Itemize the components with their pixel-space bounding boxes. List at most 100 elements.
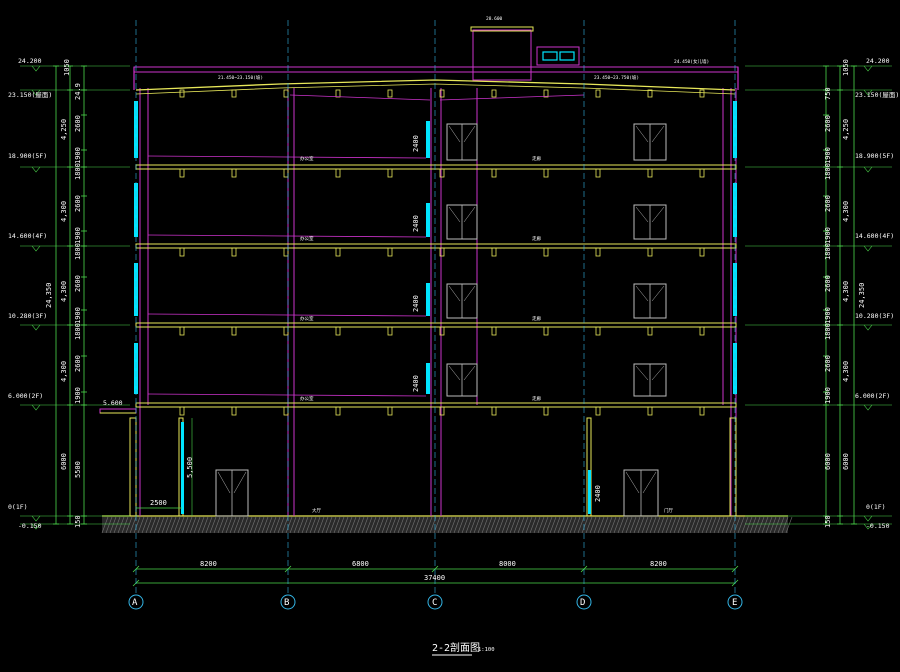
hatch-line: [125, 516, 133, 534]
hatch-line: [693, 516, 701, 534]
hatch-line: [645, 516, 653, 534]
window-glazing-right: [733, 263, 737, 316]
hatch-line: [201, 516, 209, 534]
hatch-line: [149, 516, 157, 534]
level-left-f3: 10.280(3F): [8, 312, 47, 320]
hatch-line: [533, 516, 541, 534]
hatch-line: [753, 516, 761, 534]
level-marker: [31, 324, 41, 331]
hatch-line: [613, 516, 621, 534]
floor-slab: [135, 243, 737, 249]
door-swing: [448, 125, 461, 143]
roof-beam-stub: [231, 89, 237, 98]
hatch-line: [497, 516, 505, 534]
ceiling-line: [147, 234, 427, 238]
hatch-line: [689, 516, 697, 534]
hatch-line: [593, 516, 601, 534]
hatch-line: [241, 516, 249, 534]
beam-stub: [231, 326, 237, 336]
dim-text: 6000: [60, 453, 68, 470]
axis-label-D: D: [580, 598, 585, 608]
beam-stub: [491, 168, 497, 178]
hatch-line: [637, 516, 645, 534]
hatch-line: [317, 516, 325, 534]
door-swing: [651, 285, 665, 302]
dim-text: 2600: [74, 275, 82, 292]
beam-stub: [699, 406, 705, 416]
hatch-line: [769, 516, 777, 534]
level-marker: [31, 404, 41, 411]
beam-stub: [595, 247, 601, 257]
hatch-line: [553, 516, 561, 534]
floor-slab: [135, 164, 737, 170]
beam-stub: [231, 247, 237, 257]
hatch-line: [293, 516, 301, 534]
hatch-line: [765, 516, 773, 534]
hatch-line: [705, 516, 713, 534]
level-marker: [863, 166, 873, 173]
ceiling-line: [289, 94, 431, 101]
window-glazing-corridor: [426, 283, 430, 316]
hatch-line: [717, 516, 725, 534]
hatch-line: [525, 516, 533, 534]
stair-tower: [472, 29, 532, 81]
hatch-line: [625, 516, 633, 534]
left-floor-dims: 4,250 4,300 4,300 4,300 6000 24,350: [45, 119, 68, 470]
window-glazing-corridor: [426, 121, 430, 158]
beam-stub: [595, 406, 601, 416]
dim-text: 24,350: [45, 283, 53, 308]
dim-text: 6000: [824, 453, 832, 470]
dim-text: 150: [824, 515, 832, 528]
room-label-4f-left: 办公室: [300, 235, 314, 242]
dim-text: 1800: [824, 163, 832, 180]
beam-stub: [491, 326, 497, 336]
dim-text: 1800: [74, 243, 82, 260]
window-height-dim-2f: 2400: [412, 375, 420, 392]
drawing-scale: 1:100: [478, 647, 495, 653]
hatch-line: [501, 516, 509, 534]
hatch-line: [685, 516, 693, 534]
hatch-line: [409, 516, 417, 534]
hatch-line: [141, 516, 149, 534]
beam-stub: [647, 326, 653, 336]
hatch-line: [113, 516, 121, 534]
glazing-ground: [588, 470, 591, 514]
hatch-line: [401, 516, 409, 534]
axis-bubble: [576, 594, 592, 610]
hatch-line: [741, 516, 749, 534]
hatch-line: [213, 516, 221, 534]
hatch-line: [537, 516, 545, 534]
hatch-line: [373, 516, 381, 534]
dim-text: 24,350: [858, 283, 866, 308]
hatch-line: [493, 516, 501, 534]
hatch-line: [121, 516, 129, 534]
beam-stub: [491, 406, 497, 416]
hatch-line: [225, 516, 233, 534]
dim-text: 1900: [74, 147, 82, 164]
dim-text: 2600: [824, 115, 832, 132]
beam-stub: [543, 168, 549, 178]
level-marker: [863, 324, 873, 331]
hatch-line: [513, 516, 521, 534]
window-glazing-right: [733, 343, 737, 394]
level-right-f5r: 23.150(屋面): [855, 91, 899, 99]
hatch-line: [677, 516, 685, 534]
roof-beam-stub: [647, 89, 653, 98]
ceiling-line: [439, 94, 585, 101]
hatch-line: [541, 516, 549, 534]
tank-window: [559, 51, 575, 61]
door-swing: [463, 285, 476, 302]
hatch-line: [381, 516, 389, 534]
building-structure: [99, 26, 739, 517]
drawing-title: 2-2剖面图: [432, 641, 480, 654]
hatch-line: [417, 516, 425, 534]
floor-slab: [135, 402, 737, 408]
hatch-line: [673, 516, 681, 534]
hatch-line: [177, 516, 185, 534]
hatch-line: [321, 516, 329, 534]
level-left-roof: 24.200: [18, 57, 42, 65]
hatch-line: [481, 516, 489, 534]
axis-bubble: [128, 594, 144, 610]
axis-bubble: [280, 594, 296, 610]
beam-stub: [179, 326, 185, 336]
